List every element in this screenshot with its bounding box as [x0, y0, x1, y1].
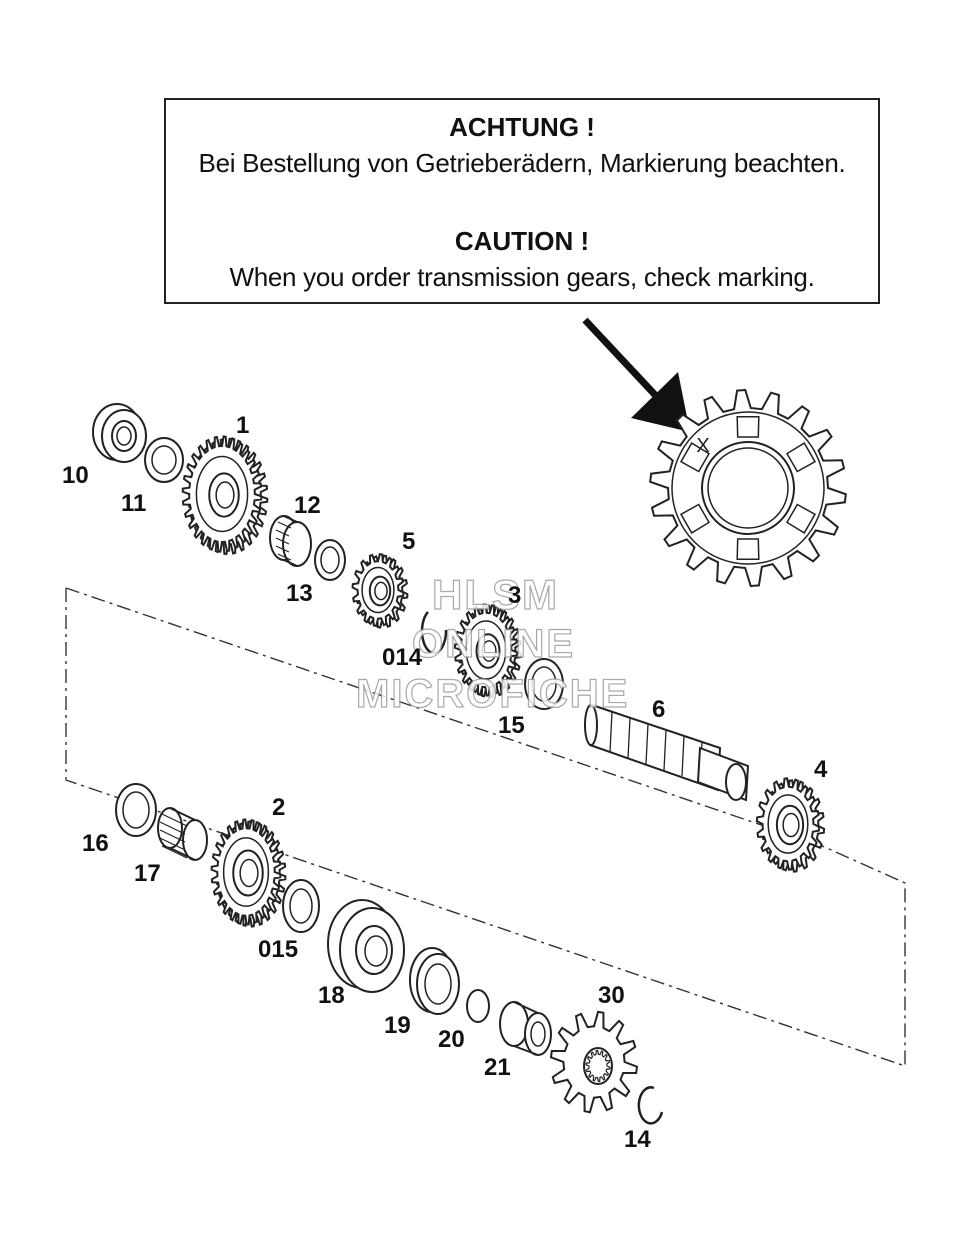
washer-11 [144, 437, 184, 483]
gear-4 [755, 777, 826, 873]
callout-part-3: 3 [508, 582, 522, 609]
callout-part-16: 16 [82, 830, 109, 857]
callout-part-014: 014 [382, 644, 423, 671]
callout-part-2: 2 [272, 794, 286, 821]
gear-3 [453, 603, 523, 699]
shaft-6 [584, 703, 750, 802]
gear-1 [181, 435, 269, 556]
caution-notice-box: ACHTUNG ! Bei Bestellung von Getrieberäd… [164, 98, 880, 304]
notice-german-heading: ACHTUNG ! [449, 112, 595, 142]
reference-gear-illustration [649, 388, 847, 588]
callout-part-21: 21 [484, 1054, 511, 1081]
needle-bearing-12 [269, 515, 312, 567]
callout-part-30: 30 [598, 982, 625, 1009]
o-ring-20 [466, 989, 490, 1023]
spacer-bushing-21 [499, 1001, 552, 1056]
callout-part-12: 12 [294, 492, 321, 519]
callout-part-10: 10 [62, 462, 89, 489]
marking-arrow-shaft [582, 317, 661, 401]
needle-bearing-17 [157, 807, 208, 861]
callout-part-015: 015 [258, 936, 299, 963]
washer-15 [524, 658, 564, 710]
watermark-line-3: MICROFICHE [355, 672, 630, 716]
washer-015 [282, 879, 320, 933]
callout-part-20: 20 [438, 1026, 465, 1053]
callout-part-6: 6 [652, 696, 666, 723]
callout-part-14: 14 [624, 1126, 651, 1153]
callout-part-17: 17 [134, 860, 161, 887]
bearing-10 [92, 403, 147, 463]
gear-marking-x: X [696, 435, 709, 457]
bearing-18 [327, 899, 405, 993]
seal-ring-19 [409, 947, 460, 1015]
watermark-line-1: HLSM [431, 571, 559, 618]
callout-part-19: 19 [384, 1012, 411, 1039]
washer-16 [115, 783, 157, 837]
washer-13 [314, 539, 346, 581]
circlip-14 [637, 1086, 664, 1125]
callout-part-13: 13 [286, 580, 313, 607]
notice-english-text: When you order transmission gears, check… [229, 262, 815, 292]
callout-part-1: 1 [236, 412, 250, 439]
callout-part-18: 18 [318, 982, 345, 1009]
watermark-line-2: ONLINE [411, 622, 576, 666]
callout-part-5: 5 [402, 528, 416, 555]
marking-arrow-head [631, 372, 690, 432]
gear-5 [351, 552, 409, 629]
notice-english-heading: CAUTION ! [454, 226, 590, 256]
notice-german-text: Bei Bestellung von Getrieberädern, Marki… [198, 148, 846, 178]
assembly-boundary [65, 587, 906, 1067]
circlip-014 [420, 611, 448, 655]
gear-2 [210, 818, 287, 928]
sprocket-30 [549, 1010, 639, 1114]
callout-part-15: 15 [498, 712, 525, 739]
callout-part-4: 4 [814, 756, 828, 783]
callout-part-11: 11 [121, 490, 147, 517]
